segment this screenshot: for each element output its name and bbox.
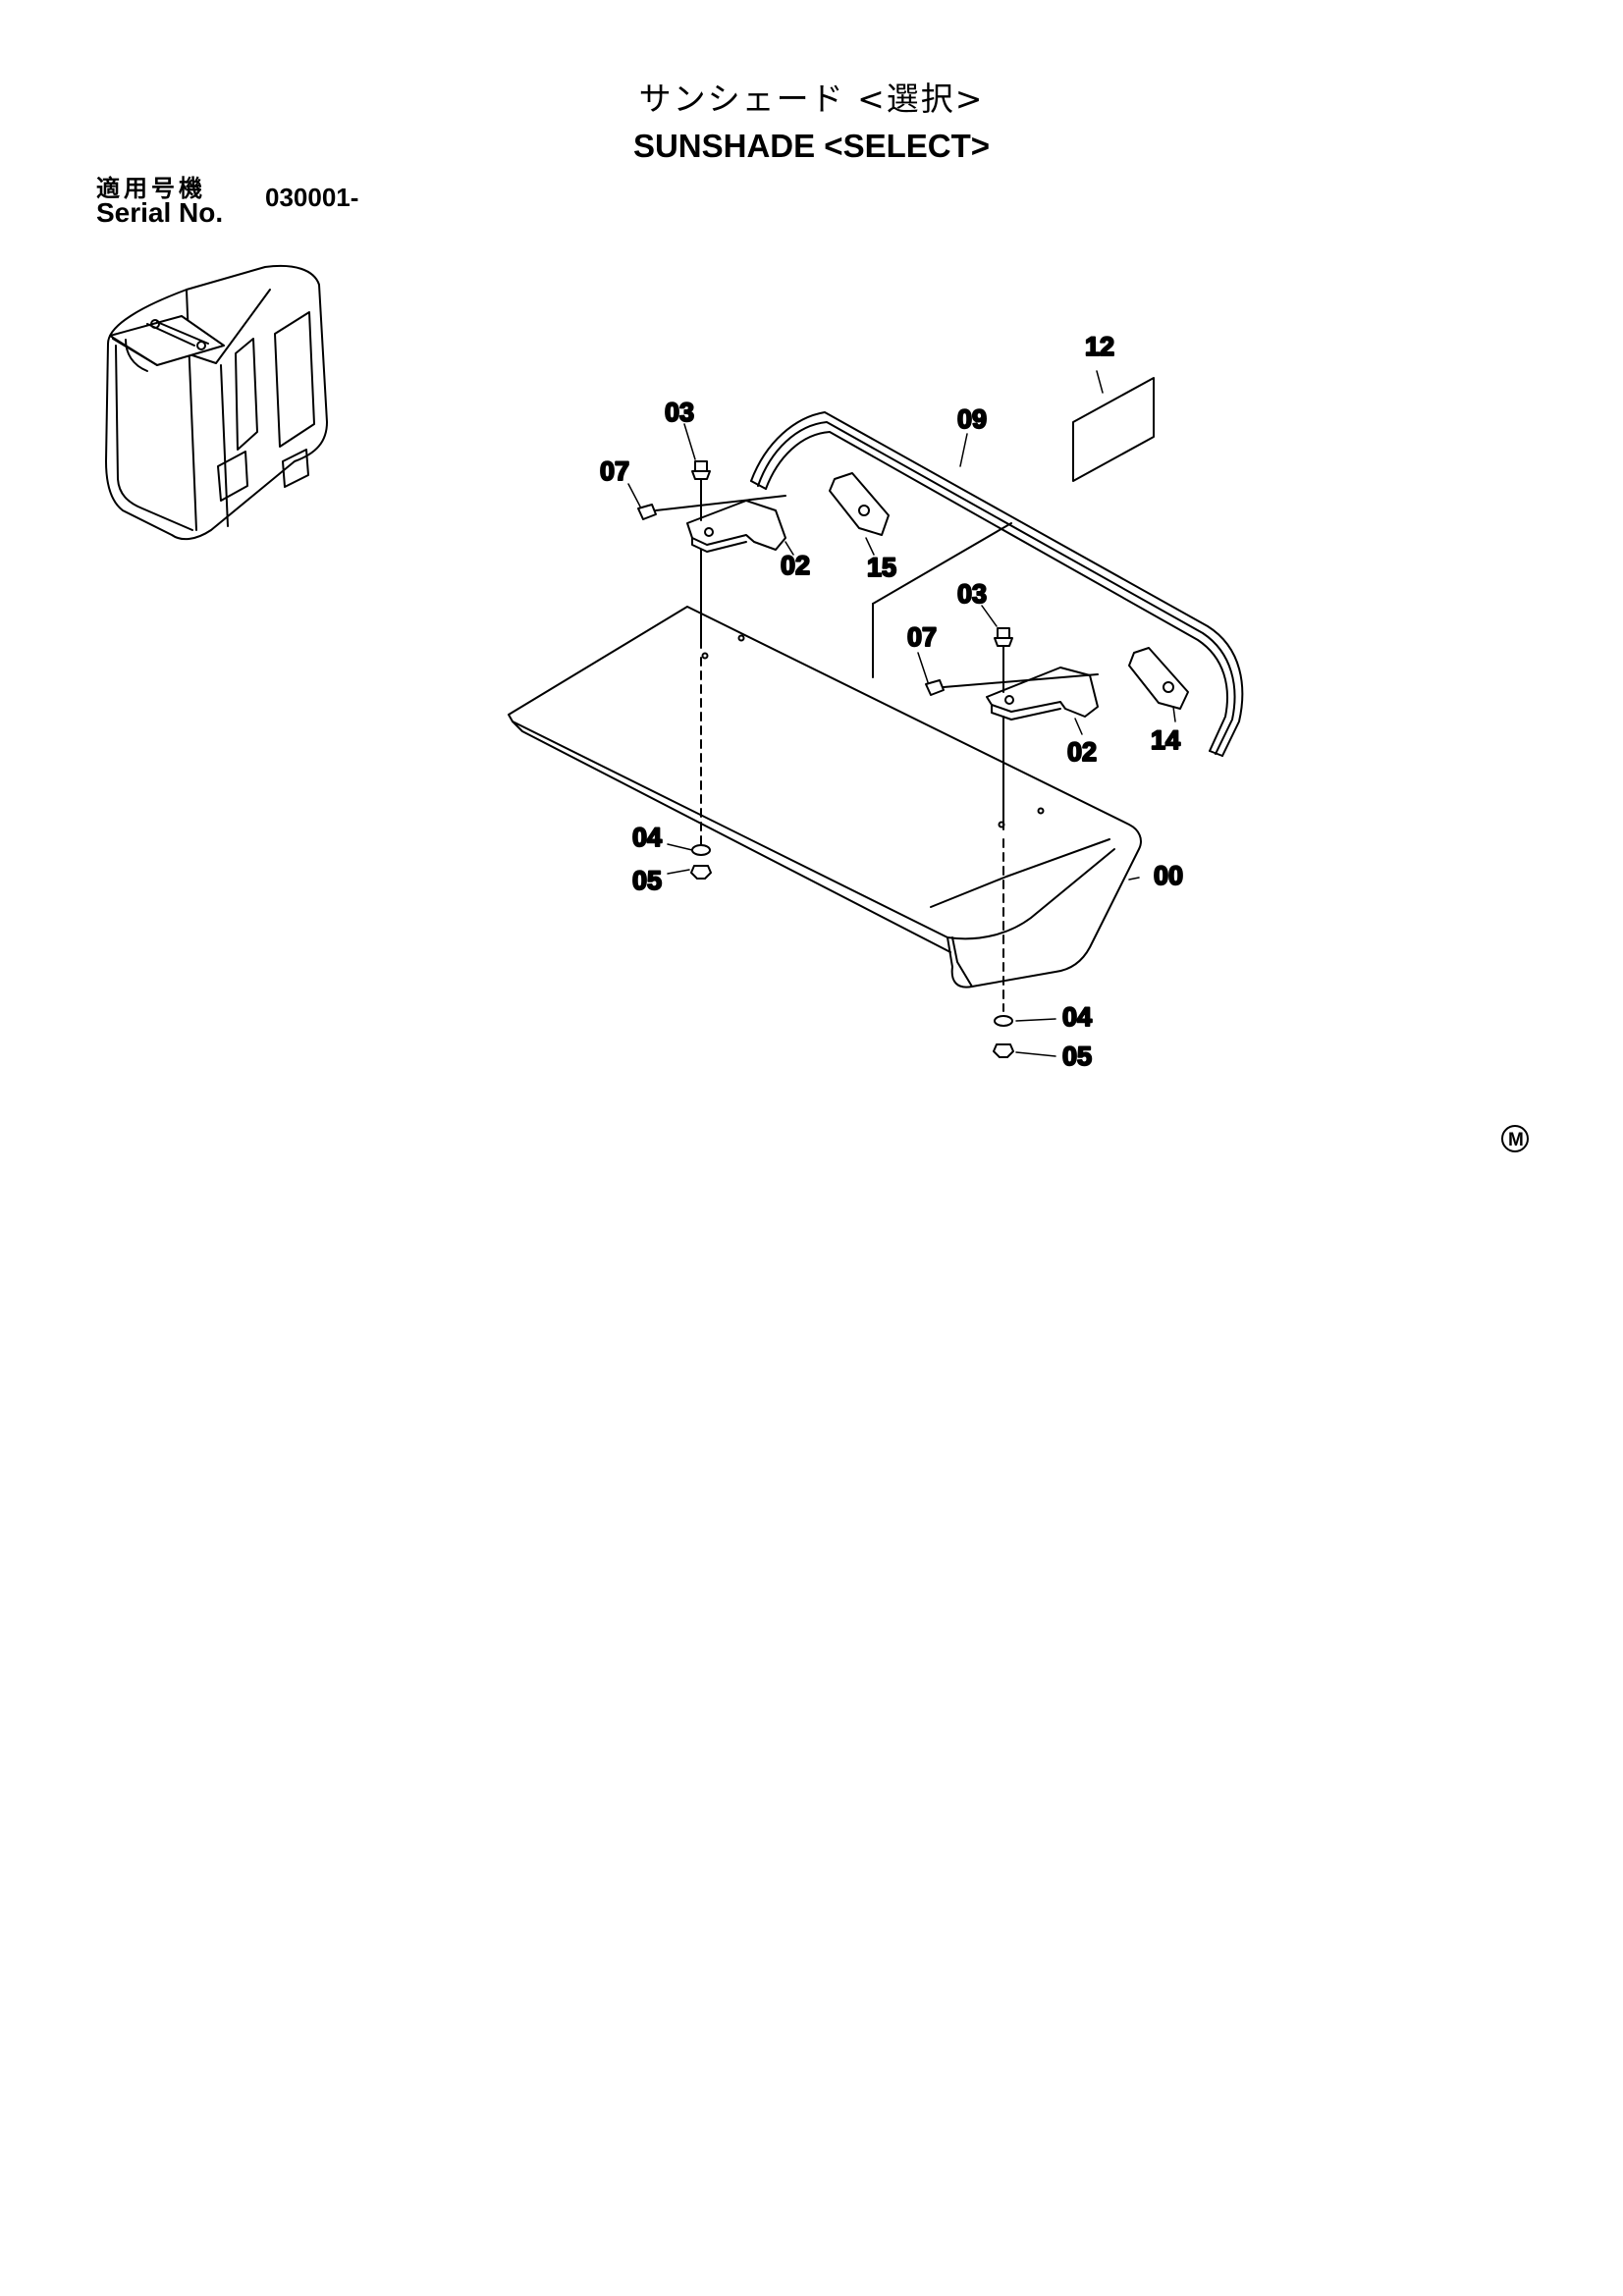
callout-03-right: 03 [957,579,987,609]
callout-05-right: 05 [1062,1041,1092,1071]
callout-07-right: 07 [907,622,937,652]
circled-m-letter: M [1508,1130,1524,1150]
callout-02-right: 02 [1067,737,1097,767]
callout-05-left: 05 [632,866,662,895]
serial-number-value: 030001- [265,183,359,212]
callout-04-right: 04 [1062,1002,1092,1032]
callout-00: 00 [1154,861,1183,890]
callout-09: 09 [957,404,987,434]
serial-label-japanese: 適用号機 [96,175,206,202]
fasteners-left [637,460,786,880]
serial-label-english: Serial No. [96,197,224,228]
title-japanese: サンシェード <選択> [638,80,985,118]
callout-12: 12 [1085,332,1114,361]
clip-left [829,472,890,536]
circled-m-mark: M [1501,1125,1529,1152]
leader-lines [627,370,1176,1057]
title-english: SUNSHADE <SELECT> [632,128,991,164]
cab-overview-illustration [105,264,328,541]
sunshade-panel [508,606,1142,988]
callout-14: 14 [1151,725,1180,755]
callout-04-left: 04 [632,823,662,852]
fasteners-right [925,627,1099,1058]
callout-15: 15 [867,553,896,582]
bracket-right [986,667,1099,718]
bracket-left [686,500,786,551]
clip-right [1128,647,1189,710]
warning-label [1072,377,1155,482]
callout-02-left: 02 [781,551,810,580]
callout-03-left: 03 [665,398,694,427]
weather-strip [750,411,1244,757]
callout-07-left: 07 [600,456,629,486]
